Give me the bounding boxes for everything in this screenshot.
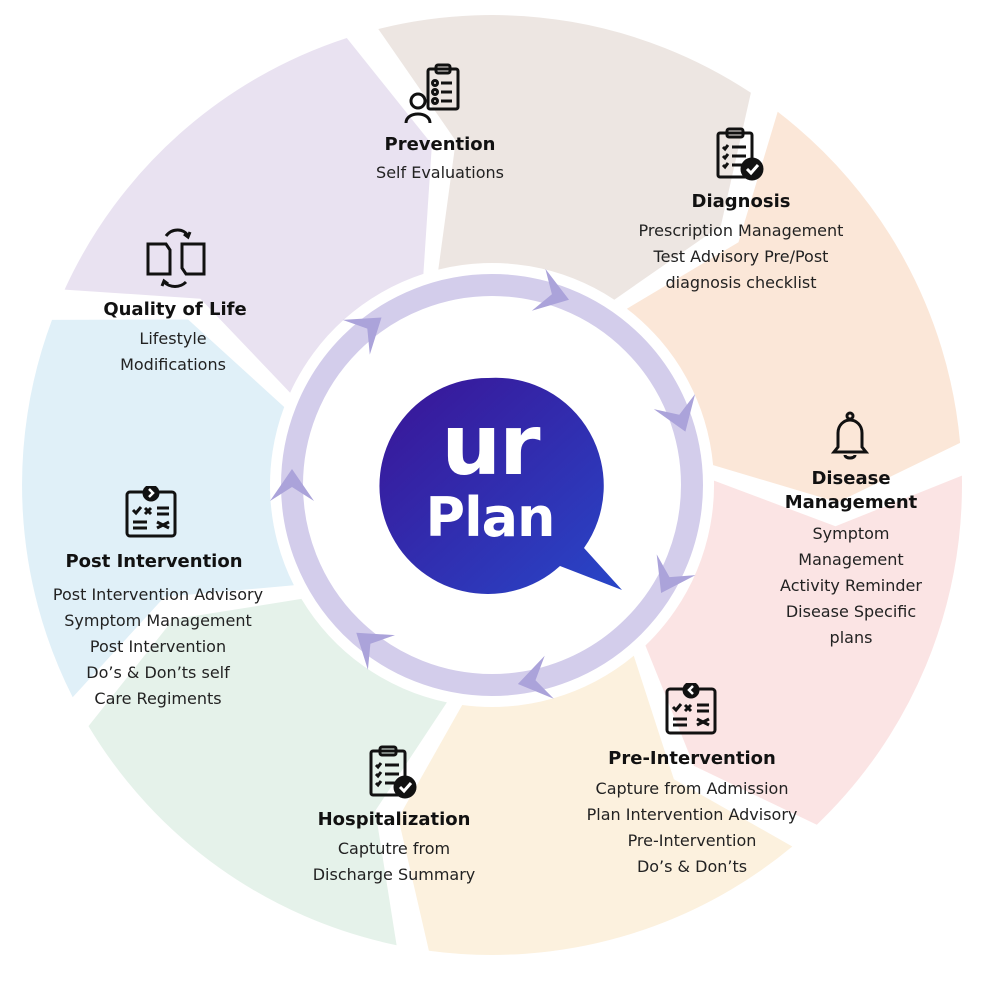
checklist-clipboard-icon (367, 745, 419, 805)
person-clipboard-icon (404, 63, 466, 129)
segment-lines: Lifestyle Modifications (120, 326, 226, 378)
segment-line: Modifications (120, 355, 226, 374)
segment-line: Management (798, 550, 904, 569)
segment-title: Pre-Intervention (608, 748, 776, 769)
segment-title: Quality of Life (103, 299, 247, 320)
segment-title: Disease Management (784, 468, 918, 513)
checklist-clipboard-icon (714, 127, 766, 187)
segment-lines: Capture from Admission Plan Intervention… (587, 776, 798, 880)
segment-line: plans (829, 628, 873, 647)
cycle-arrows (270, 268, 696, 699)
segment-line: Post Intervention Advisory (52, 585, 264, 604)
segment-line: Disease Specific (785, 602, 917, 621)
segment-line: Lifestyle (139, 329, 207, 348)
urplan-logo (379, 377, 622, 594)
segment-lines: Symptom Management Activity Reminder Dis… (780, 521, 922, 651)
segment-shape-4 (88, 598, 447, 946)
segment-title: Hospitalization (317, 809, 471, 830)
segment-line: Capture from Admission (595, 779, 789, 798)
segment-shape-1 (626, 111, 961, 503)
segment-line: Do’s & Don’ts (636, 857, 748, 876)
segment-lines: Captutre from Discharge Summary (313, 836, 476, 888)
segment-line: Symptom (812, 524, 890, 543)
segment-line: diagnosis checklist (665, 273, 817, 292)
cycle-arrow-6 (342, 317, 382, 355)
segment-lines: Post Intervention Advisory Symptom Manag… (53, 582, 263, 712)
segment-line: Captutre from (337, 839, 451, 858)
segment-line: Discharge Summary (312, 865, 476, 884)
segment-shape-2 (645, 475, 962, 825)
cycle-devices-icon (144, 226, 208, 294)
segment-line: Prescription Management (638, 221, 844, 240)
segment-line: Pre-Intervention (627, 831, 757, 850)
segment-shape-6 (64, 38, 432, 393)
segment-title: Diagnosis (691, 191, 791, 212)
next-checklist-icon (123, 484, 179, 546)
segment-line: Plan Intervention Advisory (586, 805, 798, 824)
segment-line: Post Intervention (89, 637, 227, 656)
cycle-arrow-0 (531, 268, 569, 311)
segment-line: Symptom Management (64, 611, 252, 630)
segments-layer (22, 15, 962, 955)
cycle-arrow-1 (653, 394, 696, 432)
segment-shape-3 (398, 655, 793, 955)
segment-lines: Prescription Management Test Advisory Pr… (639, 218, 844, 296)
segment-title: Prevention (384, 134, 496, 155)
segment-title: Post Intervention (65, 551, 243, 572)
segment-line: Test Advisory Pre/Post (653, 247, 829, 266)
segment-line: Care Regiments (94, 689, 222, 708)
cycle-arrow-4 (356, 632, 395, 670)
segment-line: Activity Reminder (780, 576, 922, 595)
bell-icon (828, 411, 872, 465)
prev-checklist-icon (663, 681, 719, 743)
logo-line-plan: Plan (425, 486, 556, 549)
segment-lines: Self Evaluations (376, 160, 504, 186)
cycle-arrow-2 (656, 554, 696, 593)
cycle-arrow-5 (270, 469, 314, 501)
segment-line: Do’s & Don’ts self (86, 663, 230, 682)
cycle-arrow-3 (517, 655, 554, 699)
logo-line-ur: ur (441, 396, 540, 494)
segment-shape-0 (378, 15, 751, 300)
segment-line: Self Evaluations (376, 163, 504, 182)
